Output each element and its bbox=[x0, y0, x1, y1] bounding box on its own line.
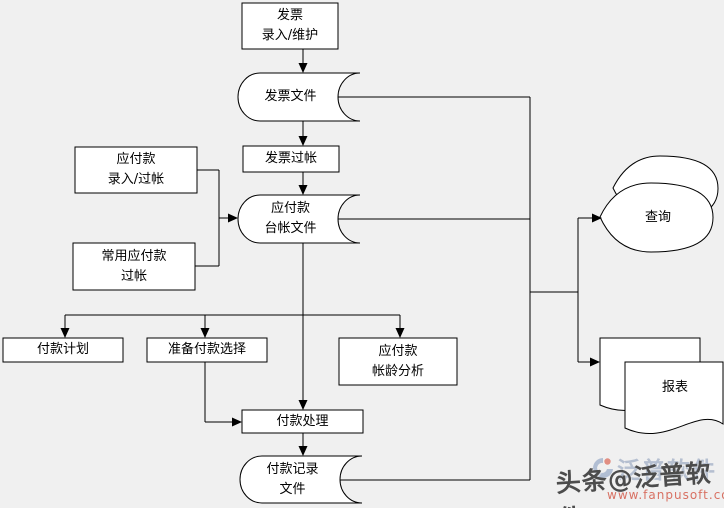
node-payment-selection-shape bbox=[146, 337, 268, 363]
arrowhead-into-payment-selection bbox=[200, 328, 210, 338]
arrowhead-into-payment-record-file bbox=[298, 446, 308, 456]
node-ap-aging-analysis-shape bbox=[338, 337, 458, 386]
arrowhead-into-aging-analysis bbox=[395, 328, 405, 338]
arrowhead-into-report bbox=[590, 357, 600, 367]
arrowhead-into-ap-ledger-top bbox=[298, 185, 308, 195]
watermark-logo-row: 泛普软件 bbox=[591, 451, 717, 485]
node-ap-entry-posting-shape bbox=[74, 146, 198, 194]
arrowhead-into-invoice-posting bbox=[298, 136, 308, 146]
node-ap-ledger-file-shape bbox=[237, 194, 361, 244]
arrowhead-into-invoice-file bbox=[298, 63, 308, 73]
node-payment-record-file-shape bbox=[239, 455, 363, 504]
watermark-logo-text: 泛普软件 bbox=[617, 458, 717, 484]
node-report-shape-front bbox=[624, 361, 724, 434]
node-invoice-posting-shape bbox=[242, 145, 340, 173]
node-payment-plan-shape bbox=[2, 337, 124, 363]
fanpu-logo-icon bbox=[593, 458, 613, 478]
node-invoice-entry-shape bbox=[241, 2, 339, 50]
node-payment-processing-shape bbox=[241, 409, 364, 434]
node-invoice-file-shape bbox=[237, 72, 361, 122]
connector-lines bbox=[64, 49, 594, 481]
arrowhead-into-ap-ledger-left bbox=[228, 213, 238, 223]
watermark-url: www.fanpusoft.com bbox=[607, 488, 724, 502]
arrowhead-into-query bbox=[592, 213, 602, 223]
arrowhead-into-payment-processing-top bbox=[298, 400, 308, 410]
arrowhead-into-payment-processing-left bbox=[232, 417, 242, 427]
arrowheads bbox=[60, 63, 602, 456]
arrowhead-into-payment-plan bbox=[60, 328, 70, 338]
node-query-shape-front bbox=[599, 182, 714, 253]
node-recurring-ap-posting-shape bbox=[72, 242, 196, 291]
